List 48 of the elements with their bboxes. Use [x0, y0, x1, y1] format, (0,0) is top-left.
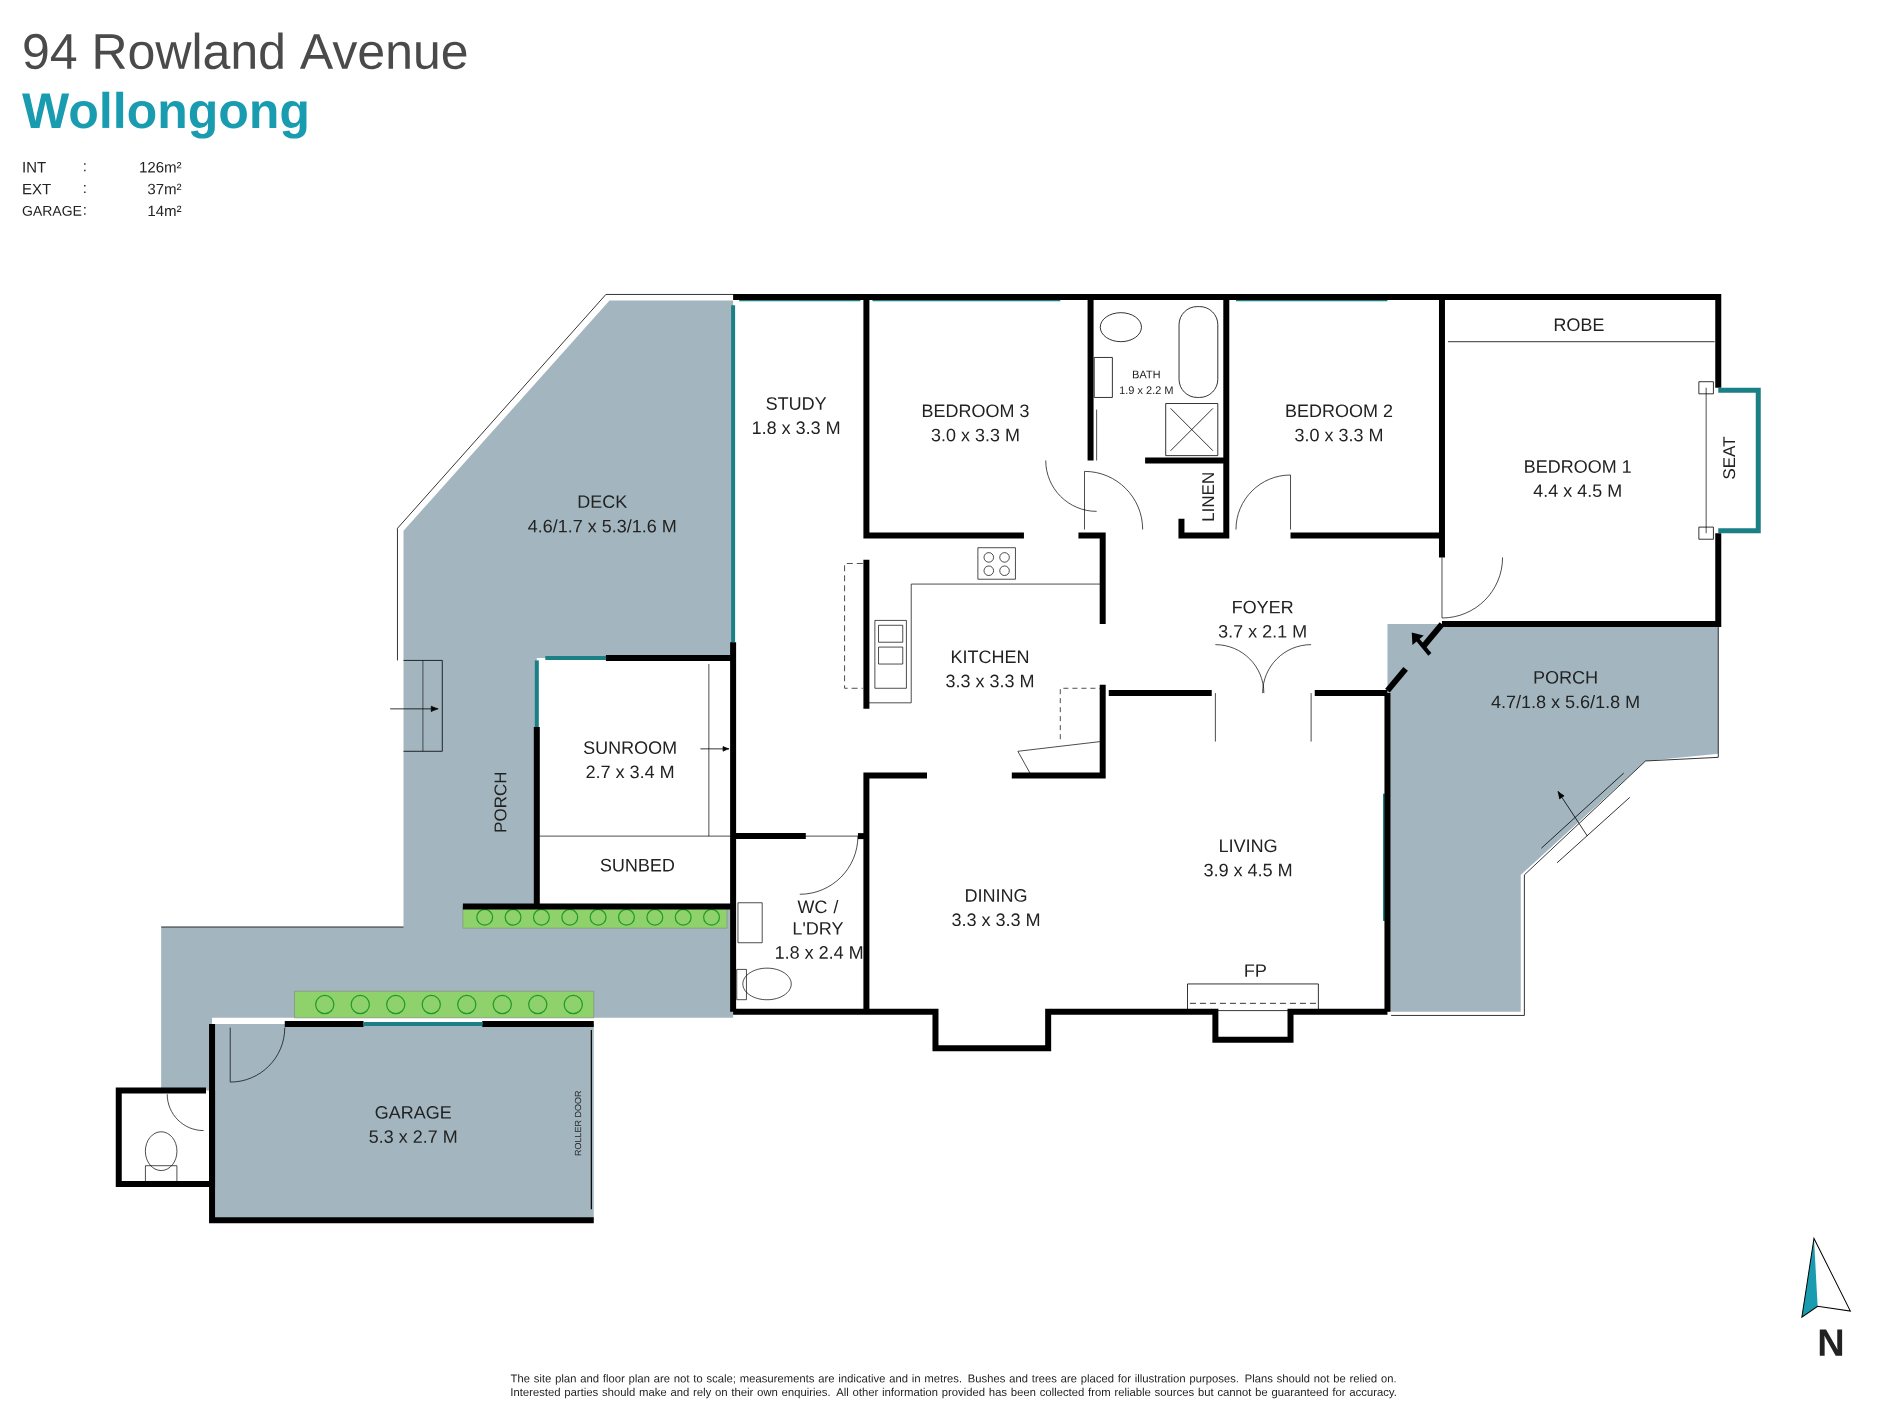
room-label: FOYER: [1233, 600, 1293, 614]
area-label: INT: [23, 162, 46, 173]
room-label: SUNBED: [600, 858, 674, 872]
door-label: ROLLER DOOR: [574, 1090, 582, 1156]
room-label: BEDROOM 2: [1286, 404, 1393, 418]
room-dimensions: 4.6/1.7 x 5.3/1.6 M: [528, 519, 676, 533]
room-label: SUNROOM: [583, 741, 676, 754]
room-label: LIVING: [1220, 839, 1277, 853]
area-value: 37m²: [147, 183, 182, 195]
room-label: PORCH: [1534, 671, 1597, 684]
room-label: KITCHEN: [952, 650, 1029, 664]
room-dimensions: 4.4 x 4.5 M: [1533, 484, 1621, 498]
room-dimensions: 2.7 x 3.4 M: [586, 765, 674, 779]
room-label: STUDY: [766, 397, 827, 410]
room-dimensions: 1.9 x 2.2 M: [1119, 386, 1173, 395]
room-dimensions: 1.8 x 3.3 M: [752, 421, 840, 435]
room-dimensions: 3.3 x 3.3 M: [946, 674, 1034, 688]
separator: :: [84, 206, 86, 215]
room-label: ROBE: [1554, 318, 1604, 332]
room-dimensions: 1.8 x 2.4 M: [776, 946, 863, 959]
room-label: BATH: [1132, 370, 1160, 379]
room-dimensions: 3.0 x 3.3 M: [1295, 428, 1382, 442]
room-label: BEDROOM 3: [922, 404, 1029, 418]
room-label: PORCH: [494, 772, 507, 832]
area-value: 14m²: [148, 205, 182, 217]
room-label: WC / L'DRY: [793, 899, 844, 935]
area-label: GARAGE: [22, 205, 82, 216]
room-label: BEDROOM 1: [1525, 460, 1631, 473]
room-dimensions: 3.0 x 3.3 M: [931, 428, 1019, 442]
suburb-heading: Wollongong: [22, 91, 307, 139]
separator: :: [84, 185, 86, 193]
separator: :: [84, 163, 86, 172]
room-label: LINEN: [1202, 473, 1214, 521]
room-label: DECK: [578, 495, 628, 509]
room-dimensions: 5.3 x 2.7 M: [369, 1130, 457, 1143]
room-dimensions: 3.7 x 2.1 M: [1218, 624, 1306, 638]
room-dimensions: 4.7/1.8 x 5.6/1.8 M: [1491, 695, 1639, 709]
area-value: 126m²: [140, 161, 182, 173]
room-dimensions: 3.3 x 3.3 M: [952, 913, 1040, 927]
room-label: DINING: [966, 889, 1027, 902]
room-label: SEAT: [1723, 436, 1736, 479]
north-label: N: [1819, 1329, 1843, 1356]
room-dimensions: 3.9 x 4.5 M: [1204, 863, 1292, 877]
area-label: EXT: [23, 183, 51, 195]
address-heading: 94 Rowland Avenue: [24, 32, 467, 70]
room-label: GARAGE: [375, 1106, 451, 1119]
room-label: FP: [1245, 964, 1266, 977]
disclaimer-note: The site plan and floor plan are not to scale; measurements are indicative and in metres. Bushes and trees are placed for illustration purposes. Plans should not be relied on. Interested parties should make and rely on their own enquiries. All other information provided has been collected from reliable sources but cannot be guaranteed for accuracy.: [510, 1374, 1396, 1399]
